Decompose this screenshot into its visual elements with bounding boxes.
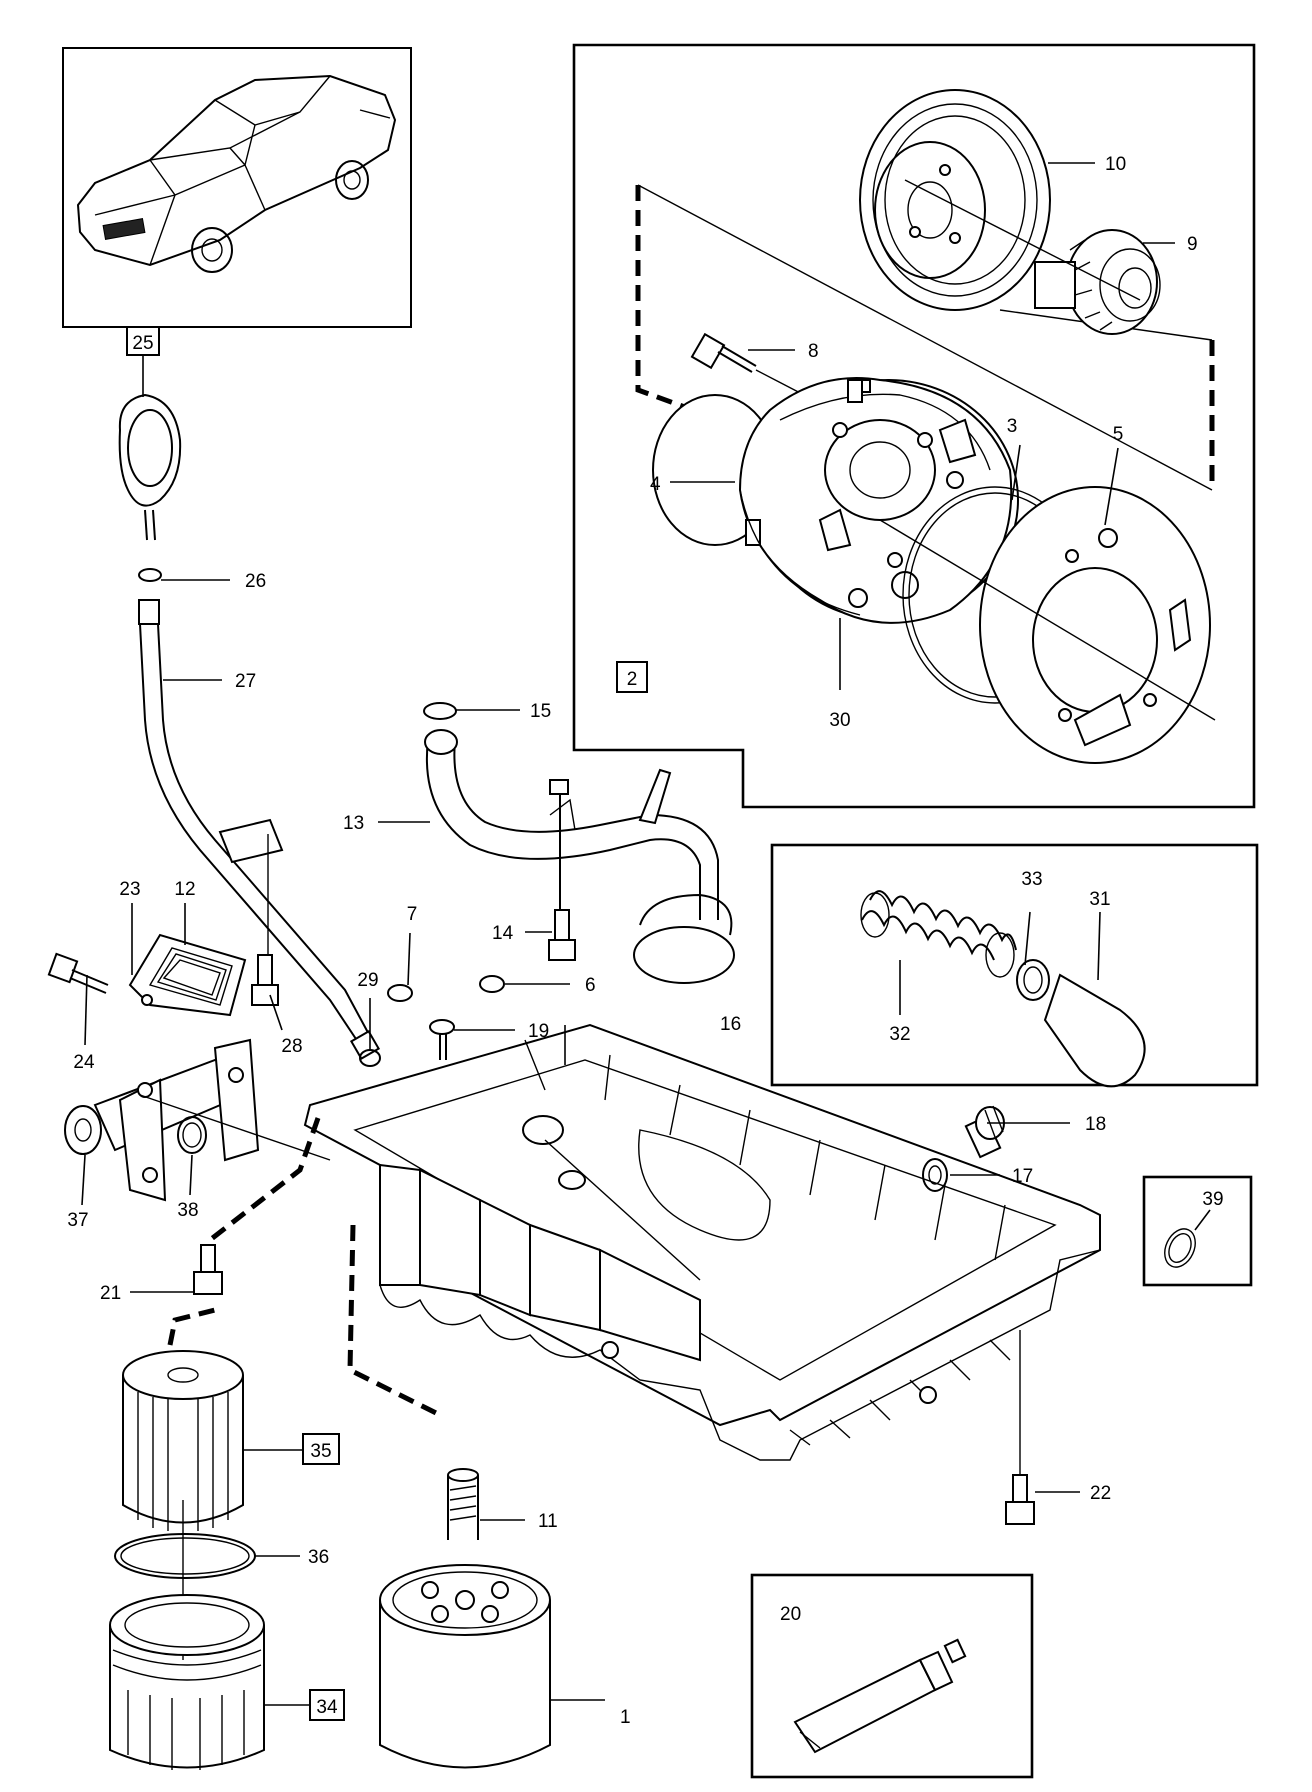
callout-36: 36 <box>308 1547 329 1568</box>
callout-17: 17 <box>1012 1166 1033 1187</box>
callout-13: 13 <box>343 813 364 834</box>
callout-15: 15 <box>530 701 551 722</box>
callout-labels: 1 3 4 5 6 7 8 9 10 11 12 13 14 15 16 17 … <box>67 154 1223 1728</box>
callout-32: 32 <box>889 1024 910 1045</box>
callout-9: 9 <box>1187 234 1198 255</box>
bolt-21 <box>193 1244 223 1295</box>
oil-pan <box>303 1023 1101 1461</box>
callout-19: 19 <box>528 1021 549 1042</box>
callout-18: 18 <box>1085 1114 1106 1135</box>
oil-filter-bracket <box>64 1038 331 1202</box>
callout-7: 7 <box>407 904 418 925</box>
seal-39-box <box>1142 1175 1253 1287</box>
bolt-28 <box>251 954 279 1006</box>
callout-box-35 <box>302 1433 340 1465</box>
crankshaft-gear <box>1034 229 1161 335</box>
seal-6 <box>479 975 505 993</box>
car-illustration <box>76 74 397 273</box>
callout-12: 12 <box>174 879 195 900</box>
callout-21: 21 <box>100 1283 121 1304</box>
callout-box-2 <box>616 661 648 693</box>
callout-4: 4 <box>650 474 661 495</box>
callout-6: 6 <box>585 975 596 996</box>
callout-14: 14 <box>492 923 514 944</box>
callout-35: 35 <box>310 1441 331 1462</box>
callout-33: 33 <box>1021 869 1042 890</box>
relief-valve-seal <box>1016 959 1050 1001</box>
bolt-22 <box>1005 1330 1035 1525</box>
sealant-box <box>750 1573 1034 1779</box>
seal-7 <box>387 984 413 1002</box>
oil-dipstick <box>118 326 381 1061</box>
baffle-cover <box>128 933 247 1017</box>
seal-38 <box>177 1116 207 1154</box>
oil-pump-housing <box>652 377 1019 624</box>
bolt-14 <box>548 909 576 961</box>
callout-5: 5 <box>1113 424 1124 445</box>
callout-1: 1 <box>620 1707 631 1728</box>
bolt-19 <box>429 1019 455 1060</box>
leader-lines <box>81 162 1211 1706</box>
callout-29: 29 <box>357 970 378 991</box>
bolt-24 <box>47 952 109 994</box>
pump-cover-plate <box>979 486 1211 764</box>
drain-plug <box>964 1105 1005 1159</box>
filter-stud <box>447 1468 479 1540</box>
oil-pump-assembly-box: 2 <box>572 43 1256 809</box>
callout-30: 30 <box>829 710 850 731</box>
callout-34: 34 <box>316 1697 338 1718</box>
callout-37: 37 <box>67 1210 88 1231</box>
callout-2: 2 <box>627 669 638 690</box>
oil-pickup-tube <box>423 702 735 984</box>
relief-valve-piston <box>1043 973 1146 1088</box>
drain-seal <box>922 1158 948 1192</box>
spin-on-oil-filter <box>379 1564 551 1769</box>
vehicle-locator-inset <box>62 47 412 328</box>
callout-25: 25 <box>132 333 153 354</box>
relief-valve-box <box>770 843 1259 1088</box>
crankshaft-pulley <box>859 89 1051 311</box>
callout-39: 39 <box>1202 1189 1223 1210</box>
callout-31: 31 <box>1089 889 1110 910</box>
callout-28: 28 <box>281 1036 302 1057</box>
callout-22: 22 <box>1090 1483 1111 1504</box>
relief-valve-spring <box>860 890 1017 978</box>
oil-filter-element <box>122 1350 340 1531</box>
sealant-tube <box>793 1638 967 1754</box>
oil-filter-housing <box>109 1594 345 1770</box>
callout-16: 16 <box>720 1014 741 1035</box>
callout-27: 27 <box>235 671 256 692</box>
callout-24: 24 <box>73 1052 95 1073</box>
callout-20: 20 <box>780 1604 801 1625</box>
dipstick-o-ring <box>138 568 162 582</box>
pickup-o-ring <box>423 702 457 720</box>
callout-23: 23 <box>119 879 140 900</box>
callout-10: 10 <box>1105 154 1126 175</box>
callout-38: 38 <box>177 1200 198 1221</box>
callout-11: 11 <box>538 1511 558 1532</box>
pump-bolt <box>690 332 757 373</box>
callout-26: 26 <box>245 571 266 592</box>
callout-3: 3 <box>1007 416 1018 437</box>
callout-8: 8 <box>808 341 819 362</box>
